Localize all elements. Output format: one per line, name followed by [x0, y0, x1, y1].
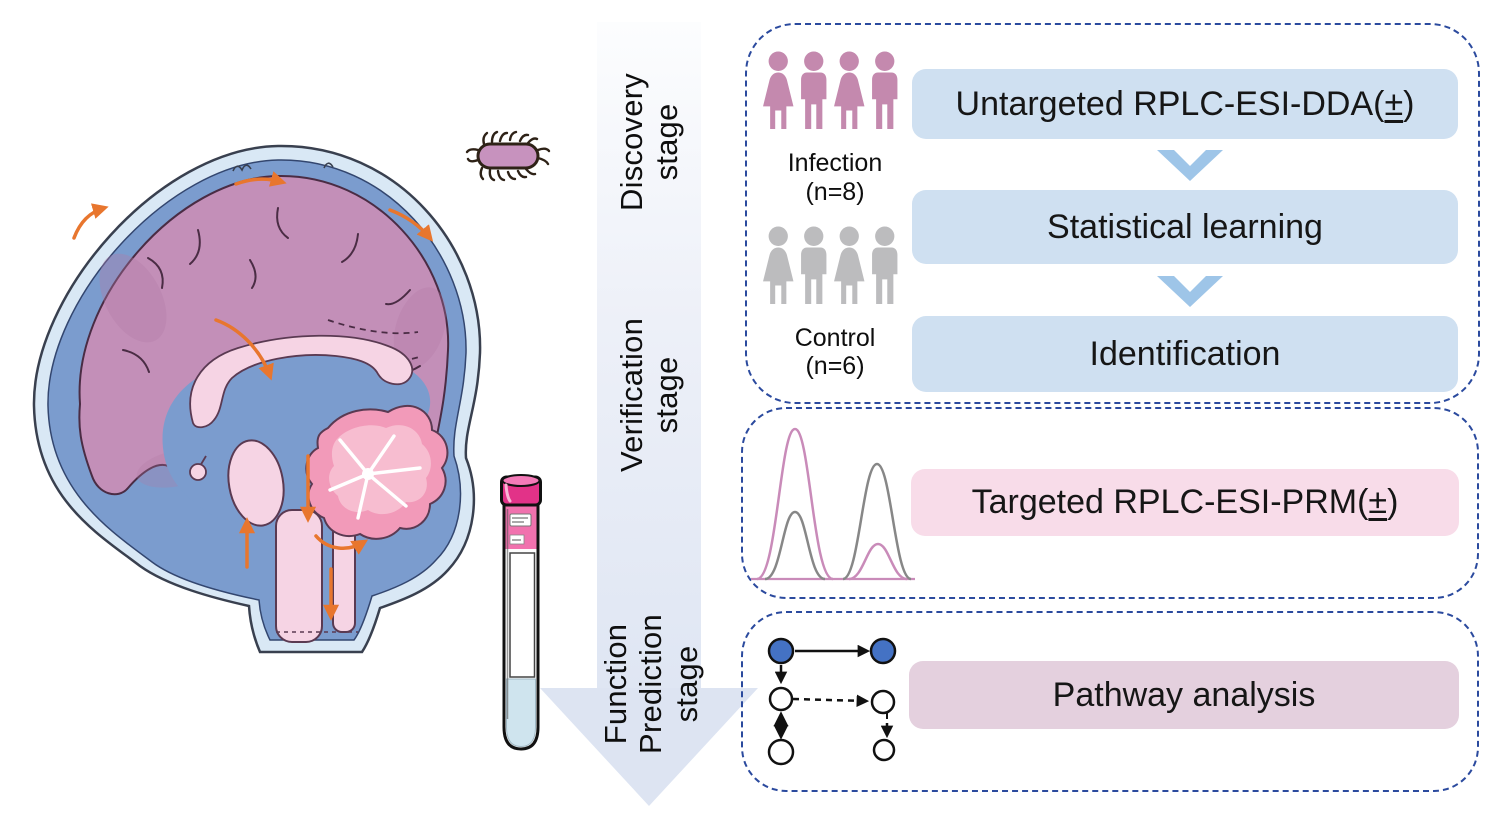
- chevron-down-icon: [1157, 150, 1223, 181]
- infection-group-count: (n=8): [805, 178, 865, 206]
- control-people-icons: [763, 226, 898, 304]
- step-pathway-analysis: Pathway analysis: [909, 661, 1459, 729]
- function-stage-line2: Prediction: [633, 614, 669, 754]
- step-targeted-rplc-esi-prm: Targeted RPLC-ESI-PRM(±): [911, 469, 1459, 536]
- control-group-count: (n=6): [805, 352, 865, 380]
- verification-stage-label: Verification stage: [609, 280, 689, 510]
- plus-minus-symbol: ±: [1368, 483, 1388, 521]
- step-untargeted-rplc-esi-dda: Untargeted RPLC-ESI-DDA(±): [912, 69, 1458, 139]
- function-stage-line3: stage: [668, 645, 704, 723]
- infection-group-label: Infection: [787, 149, 883, 177]
- control-group-label: Control: [794, 324, 876, 352]
- pathway-network-icon: [767, 637, 897, 766]
- chevron-down-icon: [1157, 276, 1223, 307]
- step-targeted-suffix: ): [1387, 483, 1399, 521]
- step-identification: Identification: [912, 316, 1458, 392]
- verification-panel: Targeted RPLC-ESI-PRM(±): [741, 407, 1479, 599]
- test-tube-icon: [500, 474, 542, 751]
- step-statistical-learning: Statistical learning: [912, 190, 1458, 264]
- discovery-stage-line2: stage: [649, 103, 684, 181]
- function-prediction-panel: Pathway analysis: [741, 611, 1479, 792]
- discovery-stage-line1: Discovery: [613, 73, 649, 211]
- step-targeted-text: Targeted RPLC-ESI-PRM(: [971, 483, 1369, 521]
- discovery-stage-label: Discovery stage: [609, 27, 689, 257]
- infection-people-icons: [763, 51, 898, 129]
- discovery-panel: Infection (n=8) Control (n=6) Untargeted…: [745, 23, 1480, 404]
- function-stage-line1: Function: [598, 623, 633, 745]
- plus-minus-symbol: ±: [1384, 84, 1404, 123]
- stage-flow-arrow-band: [597, 22, 701, 688]
- brain-csf-illustration-icon: [32, 144, 482, 654]
- bacteria-icon: [465, 130, 551, 182]
- verification-stage-line1: Verification: [613, 317, 649, 473]
- verification-stage-line2: stage: [649, 356, 684, 434]
- chromatogram-peaks-icon: [751, 427, 915, 581]
- step-untargeted-suffix: ): [1403, 84, 1415, 123]
- step-untargeted-text: Untargeted RPLC-ESI-DDA(: [955, 84, 1385, 123]
- function-prediction-stage-label: Function Prediction stage: [595, 564, 707, 804]
